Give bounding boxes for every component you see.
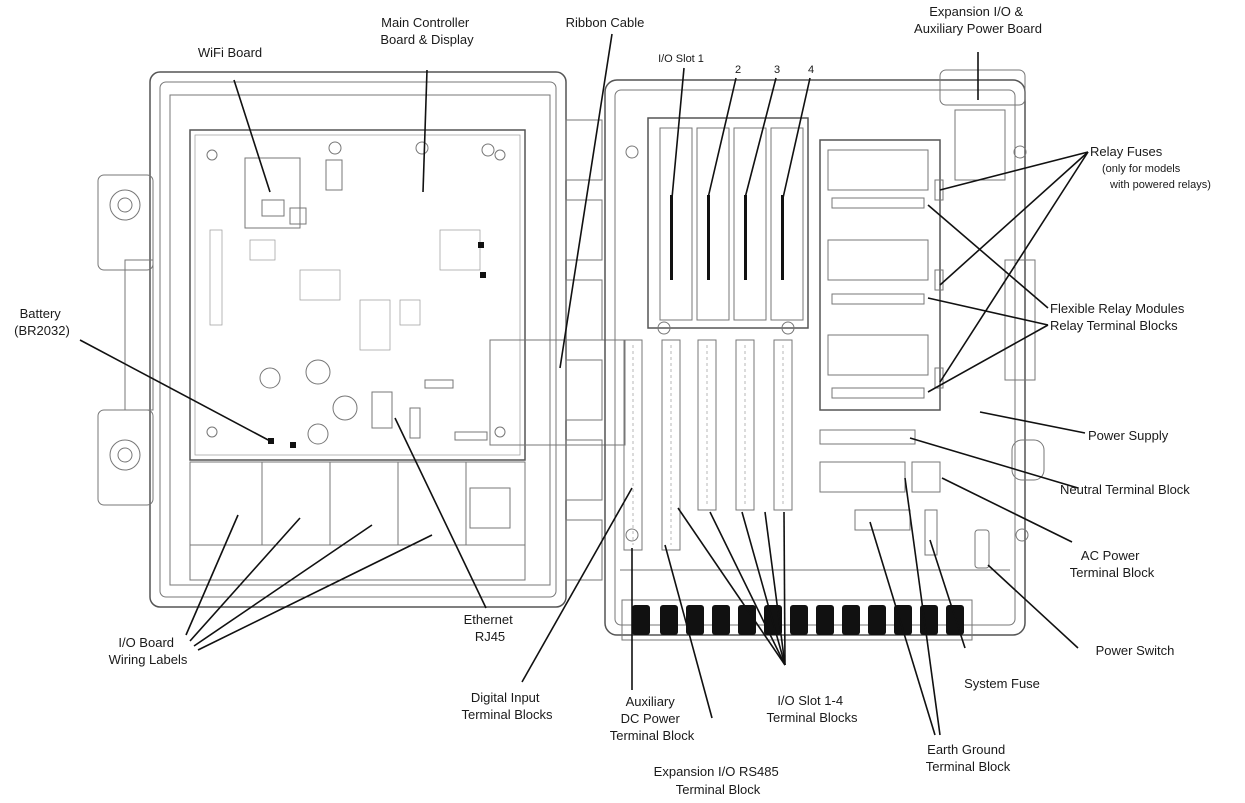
label-earth-ground: Earth Ground Terminal Block [926,742,1011,774]
label-slot-4: 4 [808,64,814,76]
callout-lines [79,33,1089,736]
relay-board [819,109,1006,411]
label-ac-power-terminal-block: AC Power Terminal Block [1070,548,1155,580]
io-slot-cards [647,117,809,335]
label-digital-input: Digital Input Terminal Blocks [461,690,553,722]
hinge-area [565,119,603,581]
label-slot-3: 3 [774,64,780,76]
label-relay-terminal-blocks: Relay Terminal Blocks [1050,318,1178,333]
label-wifi-board: WiFi Board [198,45,262,60]
label-relay-fuses-note: (only for models with powered relays) [1102,163,1211,191]
label-battery: Battery (BR2032) [14,306,70,338]
label-io-slot-terminal-blocks: I/O Slot 1-4 Terminal Blocks [766,693,858,725]
label-ethernet-rj45: Ethernet RJ45 [464,612,517,644]
right-enclosure [604,69,1045,636]
label-io-board-wiring: I/O Board Wiring Labels [109,635,188,667]
label-neutral-terminal-block: Neutral Terminal Block [1060,482,1190,497]
ribbon-cable [489,339,626,446]
io-terminal-blocks [623,339,793,551]
label-power-supply: Power Supply [1088,428,1169,443]
label-relay-fuses: Relay Fuses [1090,144,1163,159]
label-system-fuse: System Fuse [964,676,1040,691]
label-power-switch: Power Switch [1096,643,1175,658]
label-expansion-io-aux-power: Expansion I/O & Auxiliary Power Board [914,4,1042,36]
label-aux-dc-power: Auxiliary DC Power Terminal Block [610,694,695,743]
label-ribbon-cable: Ribbon Cable [566,15,645,30]
label-slot-2: 2 [735,64,741,76]
label-main-controller: Main Controller Board & Display [380,15,474,47]
label-expansion-rs485: Expansion I/O RS485 Terminal Block [654,764,783,797]
label-flexible-relay-modules: Flexible Relay Modules [1050,301,1185,316]
main-controller-board [189,129,526,461]
io-board-wiring-label-slots [189,461,526,581]
label-io-slot-1: I/O Slot 1 [658,53,704,65]
cable-glands [621,599,973,641]
